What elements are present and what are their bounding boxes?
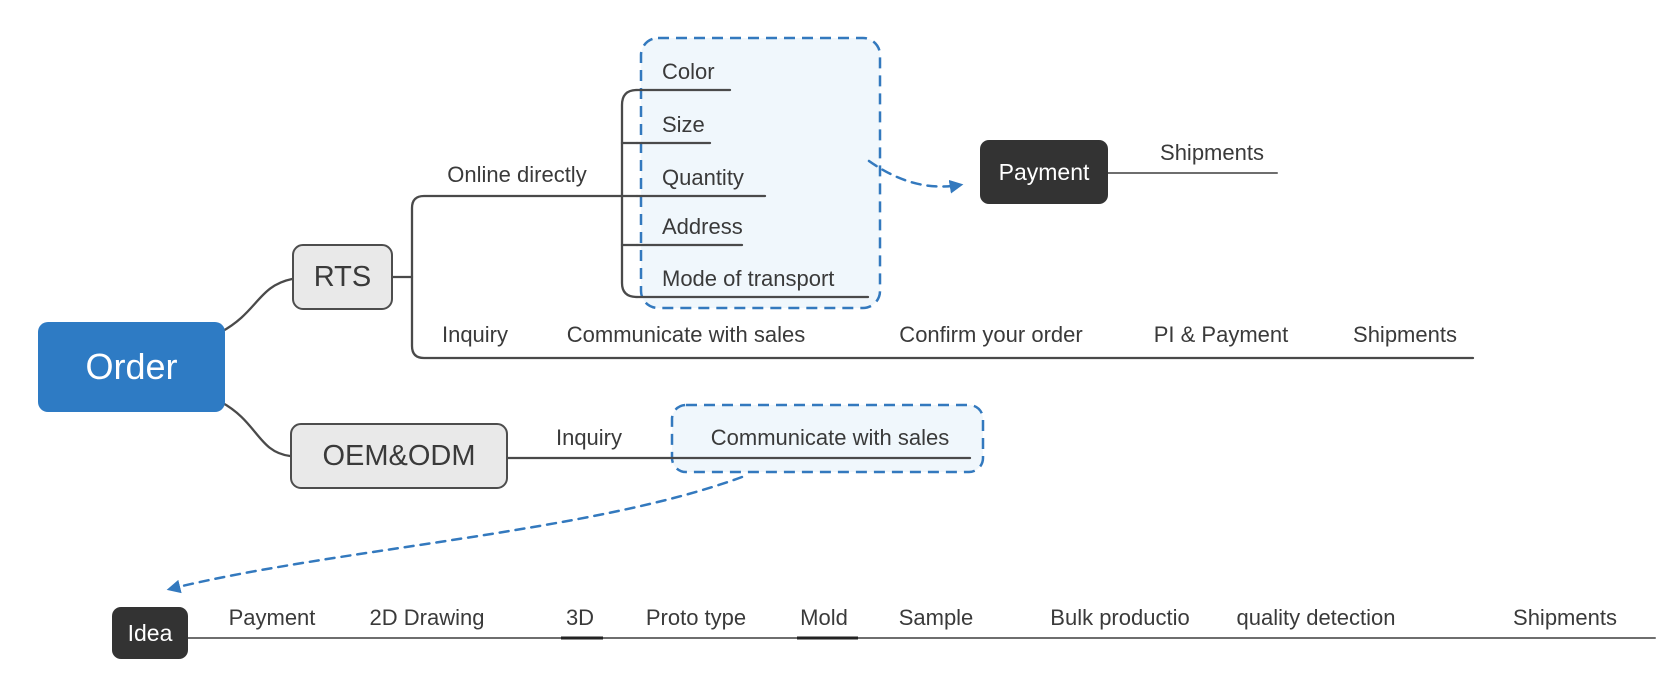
relationship-arrows <box>166 159 964 594</box>
idea-step-bulk-production[interactable]: Bulk productio <box>1050 605 1190 630</box>
online-directly-node[interactable]: Online directly <box>447 162 587 187</box>
order-to-rts-curve <box>219 277 294 334</box>
secondary-lines <box>187 172 1656 639</box>
payment-node[interactable]: Payment <box>980 140 1108 204</box>
rts-step-pi-payment[interactable]: PI & Payment <box>1153 322 1289 347</box>
options-bracket <box>620 88 639 299</box>
idea-step-3d[interactable]: 3D <box>565 605 595 630</box>
idea-step-sample[interactable]: Sample <box>898 605 974 630</box>
option-address[interactable]: Address <box>662 214 743 239</box>
oem-communicate-node[interactable]: Communicate with sales <box>710 425 950 450</box>
idea-step-quality-detection[interactable]: quality detection <box>1236 605 1396 630</box>
branch-lines <box>219 88 1475 460</box>
rts-step-inquiry[interactable]: Inquiry <box>441 322 509 347</box>
order-to-oem-curve <box>219 400 292 458</box>
idea-step-2d-drawing[interactable]: 2D Drawing <box>369 605 485 630</box>
root-node-order[interactable]: Order <box>38 322 225 412</box>
oem-inquiry-node[interactable]: Inquiry <box>555 425 623 450</box>
oem-odm-node-label: OEM&ODM <box>322 439 476 472</box>
idea-node[interactable]: Idea <box>112 607 188 659</box>
rts-node[interactable]: RTS <box>292 244 393 310</box>
options-to-payment-arrow <box>867 159 964 194</box>
root-node-label: Order <box>85 346 178 387</box>
idea-step-proto-type[interactable]: Proto type <box>645 605 747 630</box>
option-color[interactable]: Color <box>662 59 715 84</box>
rts-step-confirm-order[interactable]: Confirm your order <box>899 322 1083 347</box>
option-quantity[interactable]: Quantity <box>662 165 744 190</box>
idea-node-label: Idea <box>127 619 173 646</box>
oem-odm-node[interactable]: OEM&ODM <box>290 423 508 489</box>
payment-node-label: Payment <box>998 158 1090 185</box>
option-size[interactable]: Size <box>662 112 705 137</box>
rts-step-communicate[interactable]: Communicate with sales <box>566 322 806 347</box>
idea-step-shipments[interactable]: Shipments <box>1513 605 1617 630</box>
idea-step-payment[interactable]: Payment <box>228 605 316 630</box>
rts-step-shipments[interactable]: Shipments <box>1353 322 1457 347</box>
option-mode-of-transport[interactable]: Mode of transport <box>662 266 835 291</box>
communicate-to-idea-arrow <box>166 475 744 594</box>
online-shipments-node[interactable]: Shipments <box>1160 140 1264 165</box>
idea-step-mold[interactable]: Mold <box>800 605 848 630</box>
rts-node-label: RTS <box>313 260 372 293</box>
